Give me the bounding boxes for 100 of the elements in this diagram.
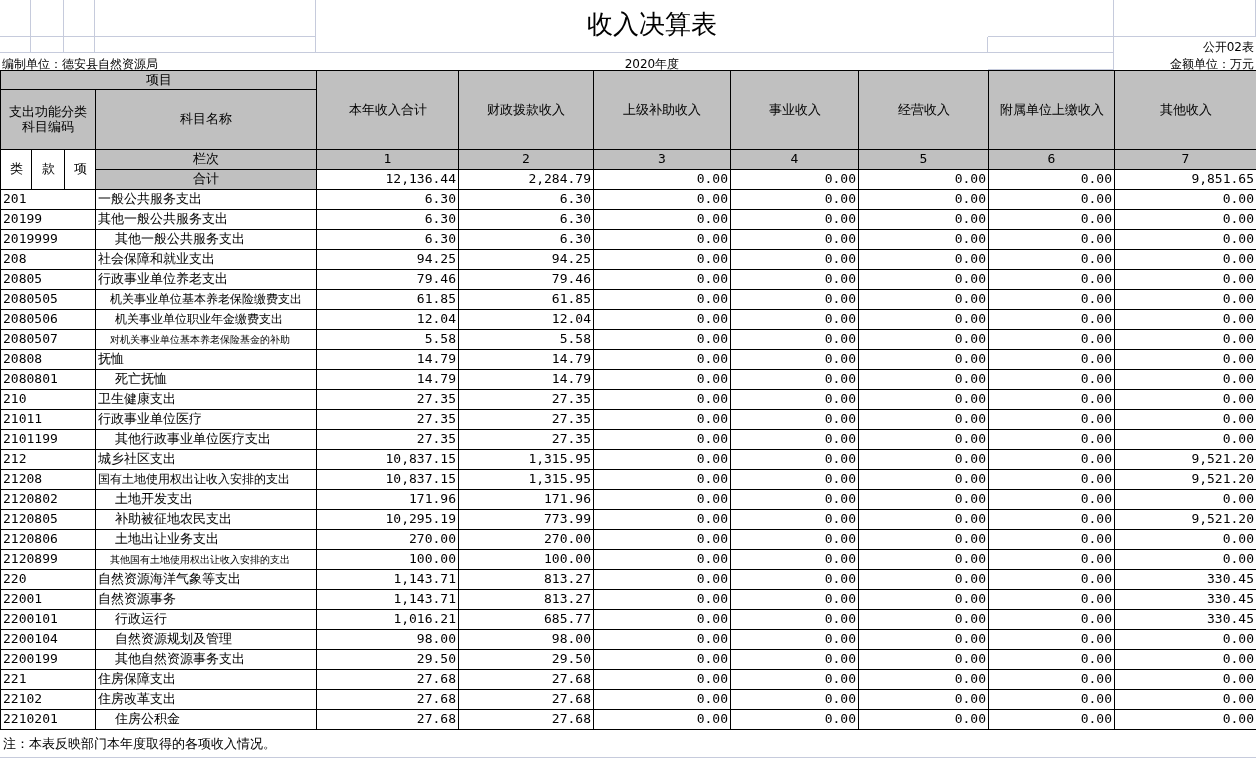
header-cell: 类 — [1, 150, 32, 190]
amount-cell: 0.00 — [731, 550, 859, 570]
total-amount: 12,136.44 — [317, 170, 459, 190]
amount-cell: 0.00 — [731, 330, 859, 350]
amount-cell: 10,295.19 — [317, 510, 459, 530]
amount-cell: 0.00 — [859, 210, 989, 230]
form-number: 公开02表 — [1201, 39, 1255, 53]
item-name: 机关事业单位职业年金缴费支出 — [96, 310, 317, 330]
amount-cell: 6.30 — [459, 230, 594, 250]
amount-cell: 813.27 — [459, 570, 594, 590]
amount-cell: 0.00 — [859, 290, 989, 310]
amount-cell: 0.00 — [594, 250, 731, 270]
amount-cell: 79.46 — [317, 270, 459, 290]
compiling-unit: 编制单位：德安县自然资源局 — [1, 56, 159, 70]
amount-cell: 0.00 — [731, 710, 859, 730]
amount-cell: 0.00 — [989, 270, 1115, 290]
code-cell: 21011 — [1, 410, 96, 430]
code-cell: 2101199 — [1, 430, 96, 450]
amount-cell: 0.00 — [989, 490, 1115, 510]
amount-cell: 0.00 — [731, 530, 859, 550]
header-cell: 经营收入 — [859, 70, 989, 150]
amount-cell: 0.00 — [731, 390, 859, 410]
amount-cell: 0.00 — [859, 710, 989, 730]
amount-cell: 0.00 — [731, 190, 859, 210]
amount-cell: 0.00 — [594, 670, 731, 690]
column-number: 1 — [317, 150, 459, 170]
item-name: 土地出让业务支出 — [96, 530, 317, 550]
item-name: 行政运行 — [96, 610, 317, 630]
footnote: 注：本表反映部门本年度取得的各项收入情况。 — [0, 730, 1256, 758]
amount-cell: 27.35 — [459, 390, 594, 410]
amount-cell: 0.00 — [989, 190, 1115, 210]
amount-cell: 0.00 — [989, 690, 1115, 710]
amount-cell: 1,016.21 — [317, 610, 459, 630]
code-cell: 2080505 — [1, 290, 96, 310]
amount-cell: 0.00 — [989, 230, 1115, 250]
amount-cell: 0.00 — [731, 690, 859, 710]
amount-cell: 0.00 — [594, 390, 731, 410]
amount-cell: 27.35 — [317, 410, 459, 430]
amount-cell: 0.00 — [989, 630, 1115, 650]
amount-cell: 0.00 — [859, 670, 989, 690]
item-name: 其他国有土地使用权出让收入安排的支出 — [96, 550, 317, 570]
amount-cell: 0.00 — [859, 410, 989, 430]
amount-cell: 0.00 — [731, 470, 859, 490]
header-cell: 项目 — [1, 70, 317, 90]
column-number: 7 — [1115, 150, 1256, 170]
amount-cell: 0.00 — [594, 690, 731, 710]
amount-cell: 27.68 — [317, 670, 459, 690]
amount-cell: 0.00 — [859, 690, 989, 710]
amount-cell: 0.00 — [731, 670, 859, 690]
item-name: 卫生健康支出 — [96, 390, 317, 410]
code-cell: 2120899 — [1, 550, 96, 570]
amount-cell: 813.27 — [459, 590, 594, 610]
amount-cell: 0.00 — [989, 370, 1115, 390]
code-cell: 2120802 — [1, 490, 96, 510]
amount-cell: 0.00 — [989, 310, 1115, 330]
amount-cell: 0.00 — [859, 250, 989, 270]
total-amount: 0.00 — [594, 170, 731, 190]
amount-cell: 0.00 — [594, 490, 731, 510]
amount-cell: 0.00 — [859, 630, 989, 650]
item-name: 其他一般公共服务支出 — [96, 210, 317, 230]
header-cell: 本年收入合计 — [317, 70, 459, 150]
column-number: 4 — [731, 150, 859, 170]
amount-cell: 0.00 — [594, 190, 731, 210]
amount-cell: 0.00 — [859, 450, 989, 470]
code-cell: 2200101 — [1, 610, 96, 630]
amount-cell: 0.00 — [859, 590, 989, 610]
amount-cell: 0.00 — [731, 510, 859, 530]
amount-cell: 270.00 — [317, 530, 459, 550]
code-cell: 2210201 — [1, 710, 96, 730]
amount-cell: 27.68 — [459, 710, 594, 730]
amount-cell: 0.00 — [859, 310, 989, 330]
amount-cell: 0.00 — [989, 290, 1115, 310]
amount-cell: 0.00 — [594, 510, 731, 530]
amount-cell: 14.79 — [317, 350, 459, 370]
header-cell: 上级补助收入 — [594, 70, 731, 150]
amount-cell: 0.00 — [989, 590, 1115, 610]
header-cell: 款 — [32, 150, 65, 190]
column-number: 5 — [859, 150, 989, 170]
amount-cell: 0.00 — [731, 310, 859, 330]
amount-cell: 98.00 — [317, 630, 459, 650]
amount-cell: 0.00 — [731, 450, 859, 470]
amount-cell: 0.00 — [859, 390, 989, 410]
item-name: 土地开发支出 — [96, 490, 317, 510]
total-amount: 2,284.79 — [459, 170, 594, 190]
code-cell: 2080507 — [1, 330, 96, 350]
item-name: 国有土地使用权出让收入安排的支出 — [96, 470, 317, 490]
item-name: 行政事业单位医疗 — [96, 410, 317, 430]
item-name: 死亡抚恤 — [96, 370, 317, 390]
amount-cell: 0.00 — [989, 350, 1115, 370]
amount-cell: 14.79 — [317, 370, 459, 390]
amount-cell: 94.25 — [459, 250, 594, 270]
code-cell: 21208 — [1, 470, 96, 490]
code-cell: 22001 — [1, 590, 96, 610]
amount-cell: 6.30 — [317, 190, 459, 210]
column-number: 3 — [594, 150, 731, 170]
amount-cell: 0.00 — [594, 270, 731, 290]
amount-cell: 0.00 — [731, 370, 859, 390]
amount-cell: 0.00 — [989, 530, 1115, 550]
amount-cell: 14.79 — [459, 370, 594, 390]
header-cell: 附属单位上缴收入 — [989, 70, 1115, 150]
